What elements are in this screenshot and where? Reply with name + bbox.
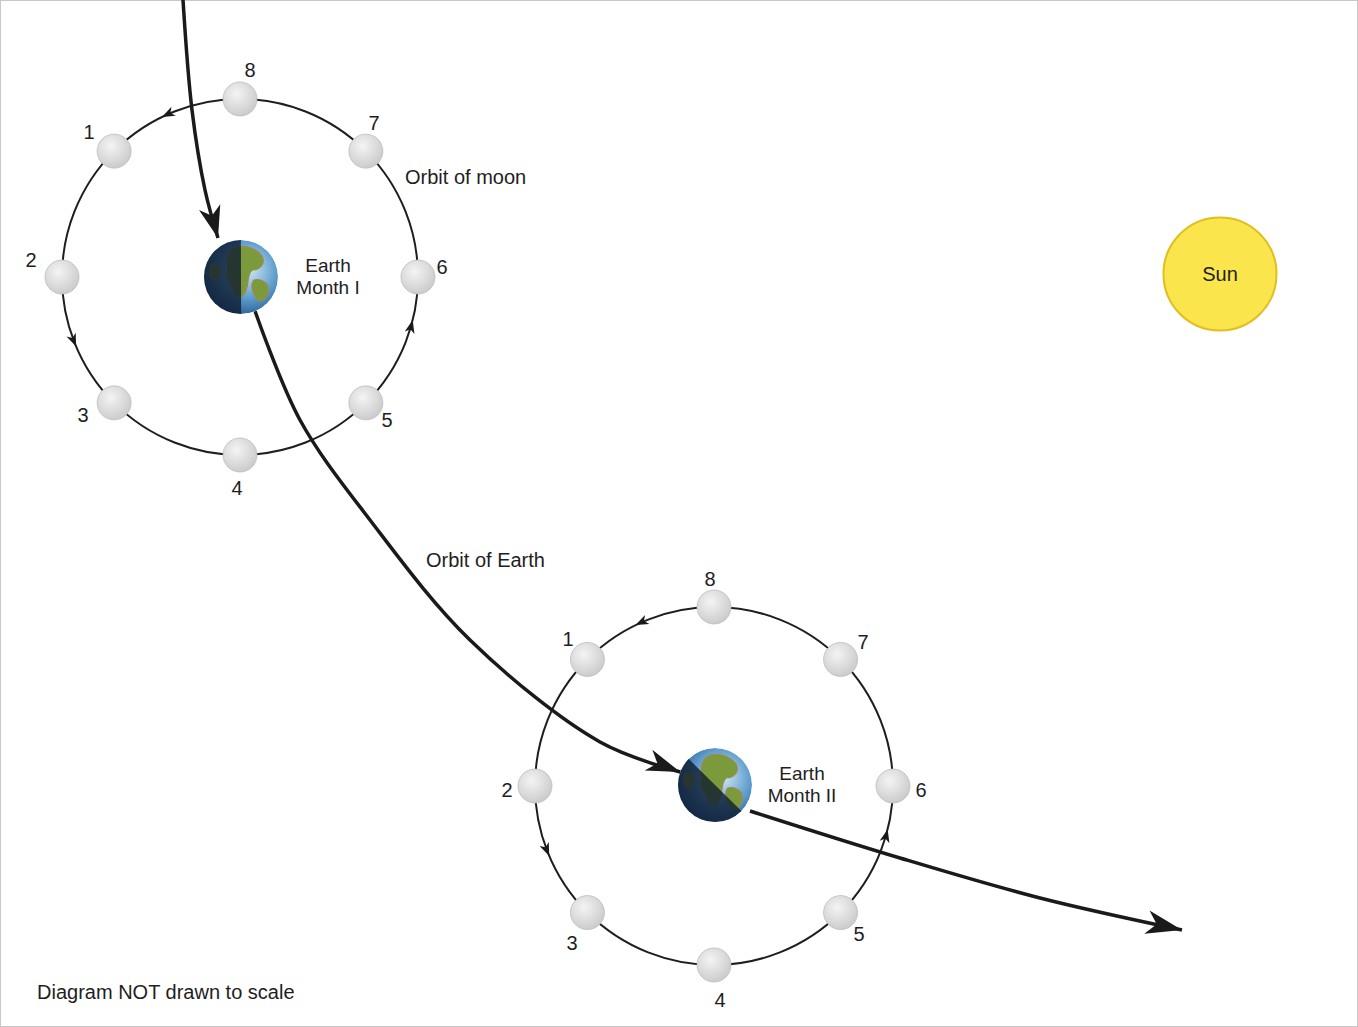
callout-number: 1 <box>83 121 94 143</box>
orbit-arrowhead <box>540 842 550 856</box>
orbit-label: Orbit of moon <box>405 166 526 188</box>
moon <box>518 769 552 803</box>
callout-number: 1 <box>562 628 573 650</box>
moon <box>349 134 383 168</box>
moon <box>401 260 435 294</box>
moon <box>697 948 731 982</box>
moon <box>349 386 383 420</box>
sun-label: Sun <box>1202 263 1238 286</box>
moon <box>824 642 858 676</box>
callout-number: 6 <box>915 779 926 801</box>
earth-label: Earth Month I <box>282 255 374 299</box>
orbit-arrowhead <box>1144 910 1182 933</box>
callout-number: 4 <box>714 989 725 1011</box>
callout-number: 5 <box>853 923 864 945</box>
moon <box>45 260 79 294</box>
moon <box>223 82 257 116</box>
orbit-line <box>255 311 680 772</box>
moon <box>97 134 131 168</box>
moon-orbit <box>535 607 893 965</box>
callout-number: 2 <box>501 779 512 801</box>
earth-label: Earth Month II <box>756 763 848 807</box>
orbit-arrowhead <box>66 333 76 347</box>
callout-number: 5 <box>381 409 392 431</box>
orbit-arrowhead <box>405 320 415 334</box>
orbit-arrowhead <box>162 107 176 117</box>
earth-globe: Earth Month I <box>204 240 278 314</box>
orbit-label: Orbit of Earth <box>424 549 547 571</box>
callout-number: 3 <box>77 404 88 426</box>
moon <box>824 896 858 930</box>
callout-number: 7 <box>857 631 868 653</box>
orbit-arrowhead <box>199 204 220 238</box>
moon <box>223 438 257 472</box>
moon <box>697 590 731 624</box>
arrowhead <box>645 750 681 772</box>
orbit-arrowhead <box>636 615 650 625</box>
callout-number: 2 <box>25 249 36 271</box>
earth-orbit <box>750 811 1182 930</box>
callout-number: 8 <box>704 568 715 590</box>
sun-circle: Sun <box>1162 216 1278 332</box>
moon-orbit <box>62 99 418 455</box>
callout-number: 6 <box>436 256 447 278</box>
callout-number: 7 <box>368 112 379 134</box>
moon <box>570 642 604 676</box>
earth-orbit <box>183 0 218 238</box>
orbit-arrowhead <box>880 829 890 843</box>
callout-number: 3 <box>566 932 577 954</box>
moon <box>876 769 910 803</box>
callout-number: 4 <box>231 477 242 499</box>
scale-note: Diagram NOT drawn to scale <box>37 981 295 1003</box>
orbit-connector <box>255 311 680 772</box>
globe-shape <box>678 748 752 822</box>
moon <box>97 386 131 420</box>
globe-shape <box>204 240 278 314</box>
earth-globe: Earth Month II <box>678 748 752 822</box>
callout-number: 8 <box>244 59 255 81</box>
moon <box>570 896 604 930</box>
